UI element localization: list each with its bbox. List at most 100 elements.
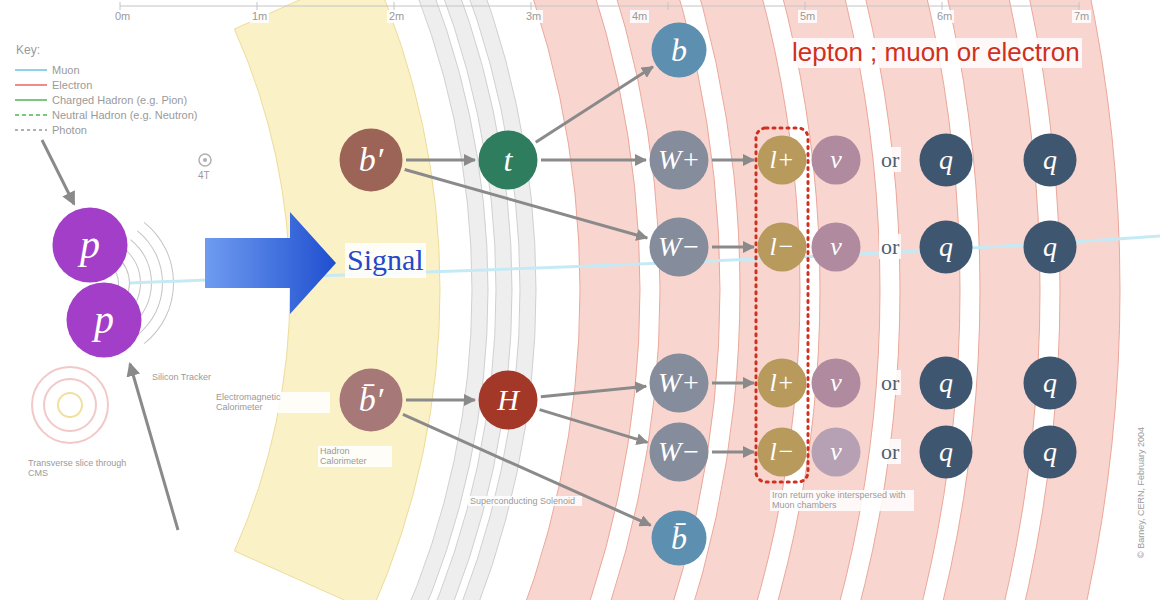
particle-symbol: W− <box>658 438 700 466</box>
particle-circle: W+ <box>649 353 709 413</box>
particle-circle: q <box>919 425 973 479</box>
beam-arrow <box>130 364 178 530</box>
particle-circle: ν <box>811 222 861 272</box>
particle-symbol: l− <box>770 234 795 260</box>
legend-entry: Muon <box>14 62 80 77</box>
circle-fill <box>920 221 973 274</box>
decay-arrow <box>712 451 754 454</box>
particle-circle: q <box>1023 425 1077 479</box>
circle-fill <box>758 428 807 477</box>
particle-symbol: b̄′ <box>359 383 383 417</box>
circle-fill <box>53 208 128 283</box>
particle-symbol: b′ <box>359 143 383 177</box>
particle-circle: q <box>919 133 973 187</box>
particle-circle: b <box>651 22 707 78</box>
particle-symbol: q <box>939 438 953 466</box>
legend-swatch <box>14 110 48 120</box>
credit-note: © Barney, CERN, February 2004 <box>1136 425 1146 560</box>
legend-swatch <box>14 95 48 105</box>
scale-mark: 5m <box>798 10 817 23</box>
legend-line <box>15 129 47 131</box>
particle-circle: p <box>52 207 128 283</box>
circle-fill <box>479 371 538 430</box>
circle-fill <box>650 423 709 482</box>
particle-symbol: q <box>1043 369 1057 397</box>
legend-swatch <box>14 80 48 90</box>
particle-symbol: b <box>671 34 687 66</box>
particle-symbol: q <box>939 233 953 261</box>
circle-fill <box>758 359 807 408</box>
legend-line <box>15 99 47 101</box>
particle-symbol: l+ <box>770 370 795 396</box>
particle-symbol: ν <box>830 147 842 173</box>
particle-circle: t <box>478 130 538 190</box>
legend-text: Photon <box>52 124 87 136</box>
particle-circle: q <box>1023 133 1077 187</box>
circle-fill <box>67 283 142 358</box>
field-label: 4T <box>196 170 212 182</box>
part-name: Iron return yoke interspersed with Muon … <box>770 490 914 511</box>
detector-band <box>234 0 440 600</box>
caption-note: Transverse slice through CMS <box>26 458 142 479</box>
circle-fill <box>812 223 861 272</box>
particle-symbol: q <box>1043 233 1057 261</box>
key-title: Key: <box>14 44 42 58</box>
decay-arrow <box>712 159 754 162</box>
particle-circle: ν <box>811 135 861 185</box>
scale-mark: 6m <box>935 10 954 23</box>
circle-fill <box>650 131 709 190</box>
particle-symbol: H <box>497 385 519 415</box>
circle-fill <box>1024 426 1077 479</box>
circle-fill <box>1024 357 1077 410</box>
legend-swatch <box>14 125 48 135</box>
legend-text: Charged Hadron (e.g. Pion) <box>52 94 187 106</box>
decay-arrow <box>712 382 754 385</box>
particle-symbol: W− <box>658 233 700 261</box>
legend-text: Electron <box>52 79 92 91</box>
particle-circle: W− <box>649 217 709 277</box>
legend-line <box>15 69 47 71</box>
particle-circle: l+ <box>757 135 807 185</box>
circle-fill <box>340 369 403 432</box>
or-word: or <box>879 439 901 464</box>
part-name: Hadron Calorimeter <box>318 446 392 467</box>
field-symbol <box>199 154 211 166</box>
scale-mark: 0m <box>113 10 132 23</box>
legend-swatch <box>14 65 48 75</box>
particle-circle: l+ <box>757 358 807 408</box>
lepton-bracket <box>756 128 808 482</box>
lepton-callout: lepton ; muon or electron <box>790 38 1082 68</box>
decay-arrow <box>541 386 646 396</box>
circle-fill <box>758 223 807 272</box>
decay-arrow <box>541 159 646 162</box>
detector-band <box>444 0 536 600</box>
decay-arrow <box>712 246 754 249</box>
particle-circle: ν <box>811 427 861 477</box>
slice-icon <box>32 367 108 443</box>
scale-mark: 1m <box>250 10 269 23</box>
circle-fill <box>758 136 807 185</box>
circle-fill <box>812 136 861 185</box>
circle-fill <box>812 428 861 477</box>
part-name: Electromagnetic Calorimeter <box>214 392 330 413</box>
particle-circle: q <box>919 220 973 274</box>
legend-text: Neutral Hadron (e.g. Neutron) <box>52 109 198 121</box>
circle-fill <box>650 218 709 277</box>
detector-band <box>937 0 1120 600</box>
legend-text: Muon <box>52 64 80 76</box>
decay-arrow <box>536 67 653 142</box>
part-name: Silicon Tracker <box>150 372 216 382</box>
particle-circle: b′ <box>339 128 403 192</box>
particle-circle: q <box>1023 220 1077 274</box>
legend-line <box>15 84 47 86</box>
detector-layers <box>234 0 1120 600</box>
or-word: or <box>879 370 901 395</box>
particle-circle: q <box>1023 356 1077 410</box>
scale-mark: 3m <box>524 10 543 23</box>
circle-fill <box>920 426 973 479</box>
particle-symbol: b̄ <box>671 522 687 554</box>
detector-band <box>572 0 720 600</box>
scale-mark: 4m <box>630 10 649 23</box>
